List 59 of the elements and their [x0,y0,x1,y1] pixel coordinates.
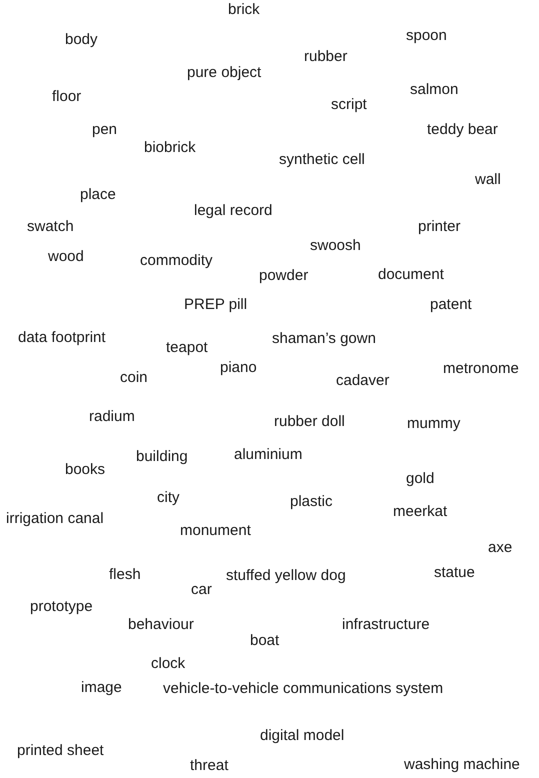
term-label: wall [475,171,501,189]
term-label: teapot [166,339,208,357]
term-label: patent [430,296,472,314]
term-label: city [157,489,180,507]
term-label: salmon [410,81,458,99]
term-label: metronome [443,360,519,378]
term-label: legal record [194,202,272,220]
term-label: commodity [140,252,213,270]
term-label: powder [259,267,308,285]
term-label: document [378,266,444,284]
term-label: books [65,461,106,479]
term-label: body [65,31,98,49]
term-label: PREP pill [184,296,248,314]
term-label: teddy bear [427,121,498,139]
term-label: flesh [109,566,141,584]
term-label: vehicle-to-vehicle communications system [163,680,444,698]
term-label: rubber [304,48,348,66]
term-label: rubber doll [274,413,345,431]
term-label: boat [250,632,280,650]
term-label: printed sheet [17,742,104,760]
term-label: radium [89,408,135,426]
term-label: swoosh [310,237,361,255]
term-label: threat [190,757,228,775]
term-label: mummy [407,415,460,433]
term-label: monument [180,522,251,540]
term-label: building [136,448,188,466]
term-label: clock [151,655,186,673]
term-label: place [80,186,116,204]
term-label: digital model [260,727,344,745]
term-label: washing machine [404,756,520,774]
term-label: statue [434,564,475,582]
term-label: gold [406,470,434,488]
term-label: pure object [187,64,262,82]
term-label: script [331,96,367,114]
term-label: infrastructure [342,616,430,634]
term-label: irrigation canal [6,510,104,528]
term-label: wood [48,248,84,266]
term-label: image [81,679,122,697]
term-label: axe [488,539,512,557]
term-label: spoon [406,27,447,45]
term-label: meerkat [393,503,448,521]
term-label: stuffed yellow dog [226,567,346,585]
term-label: plastic [290,493,333,511]
term-label: pen [92,121,118,139]
term-label: aluminium [234,446,302,464]
term-label: floor [52,88,82,106]
term-label: coin [120,369,148,387]
term-label: behaviour [128,616,194,634]
term-label: piano [220,359,257,377]
term-label: swatch [27,218,74,236]
term-label: cadaver [336,372,390,390]
term-label: data footprint [18,329,106,347]
term-label: shaman’s gown [272,330,376,348]
term-label: car [191,581,212,599]
term-label: biobrick [144,139,196,157]
term-label: prototype [30,598,93,616]
term-label: synthetic cell [279,151,365,169]
term-label: printer [418,218,461,236]
term-label: brick [228,1,260,19]
